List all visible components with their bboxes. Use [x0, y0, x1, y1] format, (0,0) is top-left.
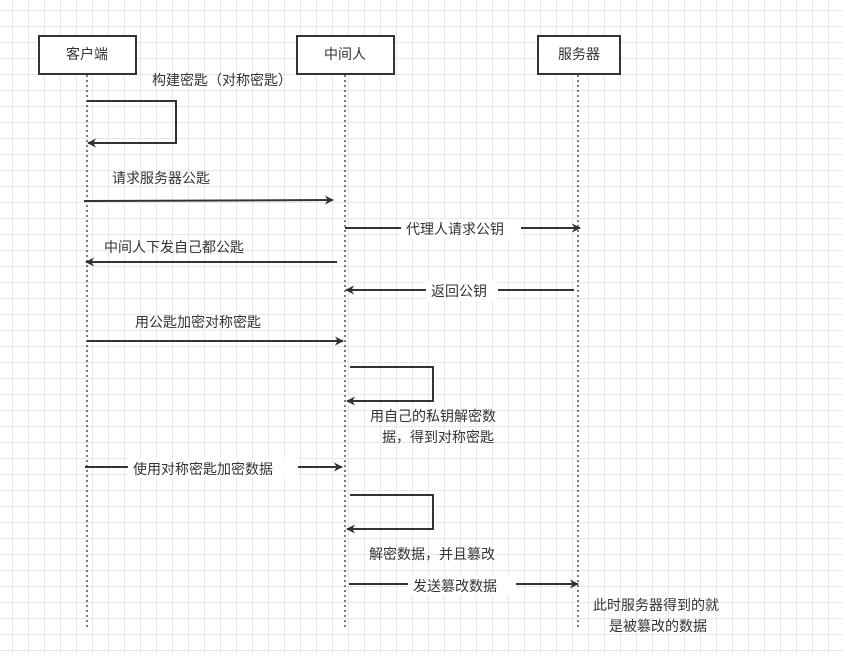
message-proxy-request-public-key[interactable]: 代理人请求公钥: [345, 219, 581, 239]
participant-server[interactable]: 服务器: [537, 35, 621, 75]
message-encrypt-symmetric-key[interactable]: 用公匙加密对称密匙: [87, 314, 344, 346]
message-encrypt-symmetric-key-label: 用公匙加密对称密匙: [135, 314, 261, 331]
message-request-server-public-key-label: 请求服务器公匙: [112, 171, 210, 187]
message-build-symmetric-key-label: 构建密匙（对称密匙）: [152, 72, 292, 89]
participant-middleman[interactable]: 中间人: [296, 35, 395, 75]
message-build-symmetric-key[interactable]: 构建密匙（对称密匙）: [87, 72, 292, 148]
participant-client[interactable]: 客户端: [38, 35, 137, 75]
server-note-line2: 是被篡改的数据: [609, 618, 707, 635]
participant-server-label: 服务器: [558, 47, 600, 63]
message-decrypt-with-private-key-label-line1: 用自己的私钥解密数: [370, 408, 496, 425]
message-encrypt-data[interactable]: 使用对称密匙加密数据: [85, 458, 343, 478]
message-send-tampered-data[interactable]: 发送篡改数据: [349, 575, 579, 595]
message-proxy-request-public-key-label: 代理人请求公钥: [406, 222, 504, 238]
message-send-tampered-data-label: 发送篡改数据: [413, 578, 497, 595]
server-note: 此时服务器得到的就 是被篡改的数据: [593, 597, 719, 635]
message-issue-own-public-key-label: 中间人下发自己都公匙: [104, 240, 244, 256]
message-decrypt-and-tamper-label: 解密数据，并且篡改: [369, 546, 495, 563]
message-issue-own-public-key[interactable]: 中间人下发自己都公匙: [85, 240, 337, 267]
participant-middleman-label: 中间人: [324, 47, 366, 63]
message-request-server-public-key[interactable]: 请求服务器公匙: [83, 171, 334, 205]
message-encrypt-data-label: 使用对称密匙加密数据: [133, 461, 273, 478]
message-return-public-key-label: 返回公钥: [431, 284, 487, 300]
server-note-line1: 此时服务器得到的就: [593, 597, 719, 614]
message-return-public-key[interactable]: 返回公钥: [345, 281, 574, 301]
message-decrypt-with-private-key-label-line2: 据，得到对称密匙: [382, 429, 494, 446]
message-decrypt-with-private-key[interactable]: 用自己的私钥解密数 据，得到对称密匙: [346, 366, 496, 446]
participant-client-label: 客户端: [66, 46, 108, 63]
message-decrypt-and-tamper[interactable]: 解密数据，并且篡改: [346, 494, 495, 563]
